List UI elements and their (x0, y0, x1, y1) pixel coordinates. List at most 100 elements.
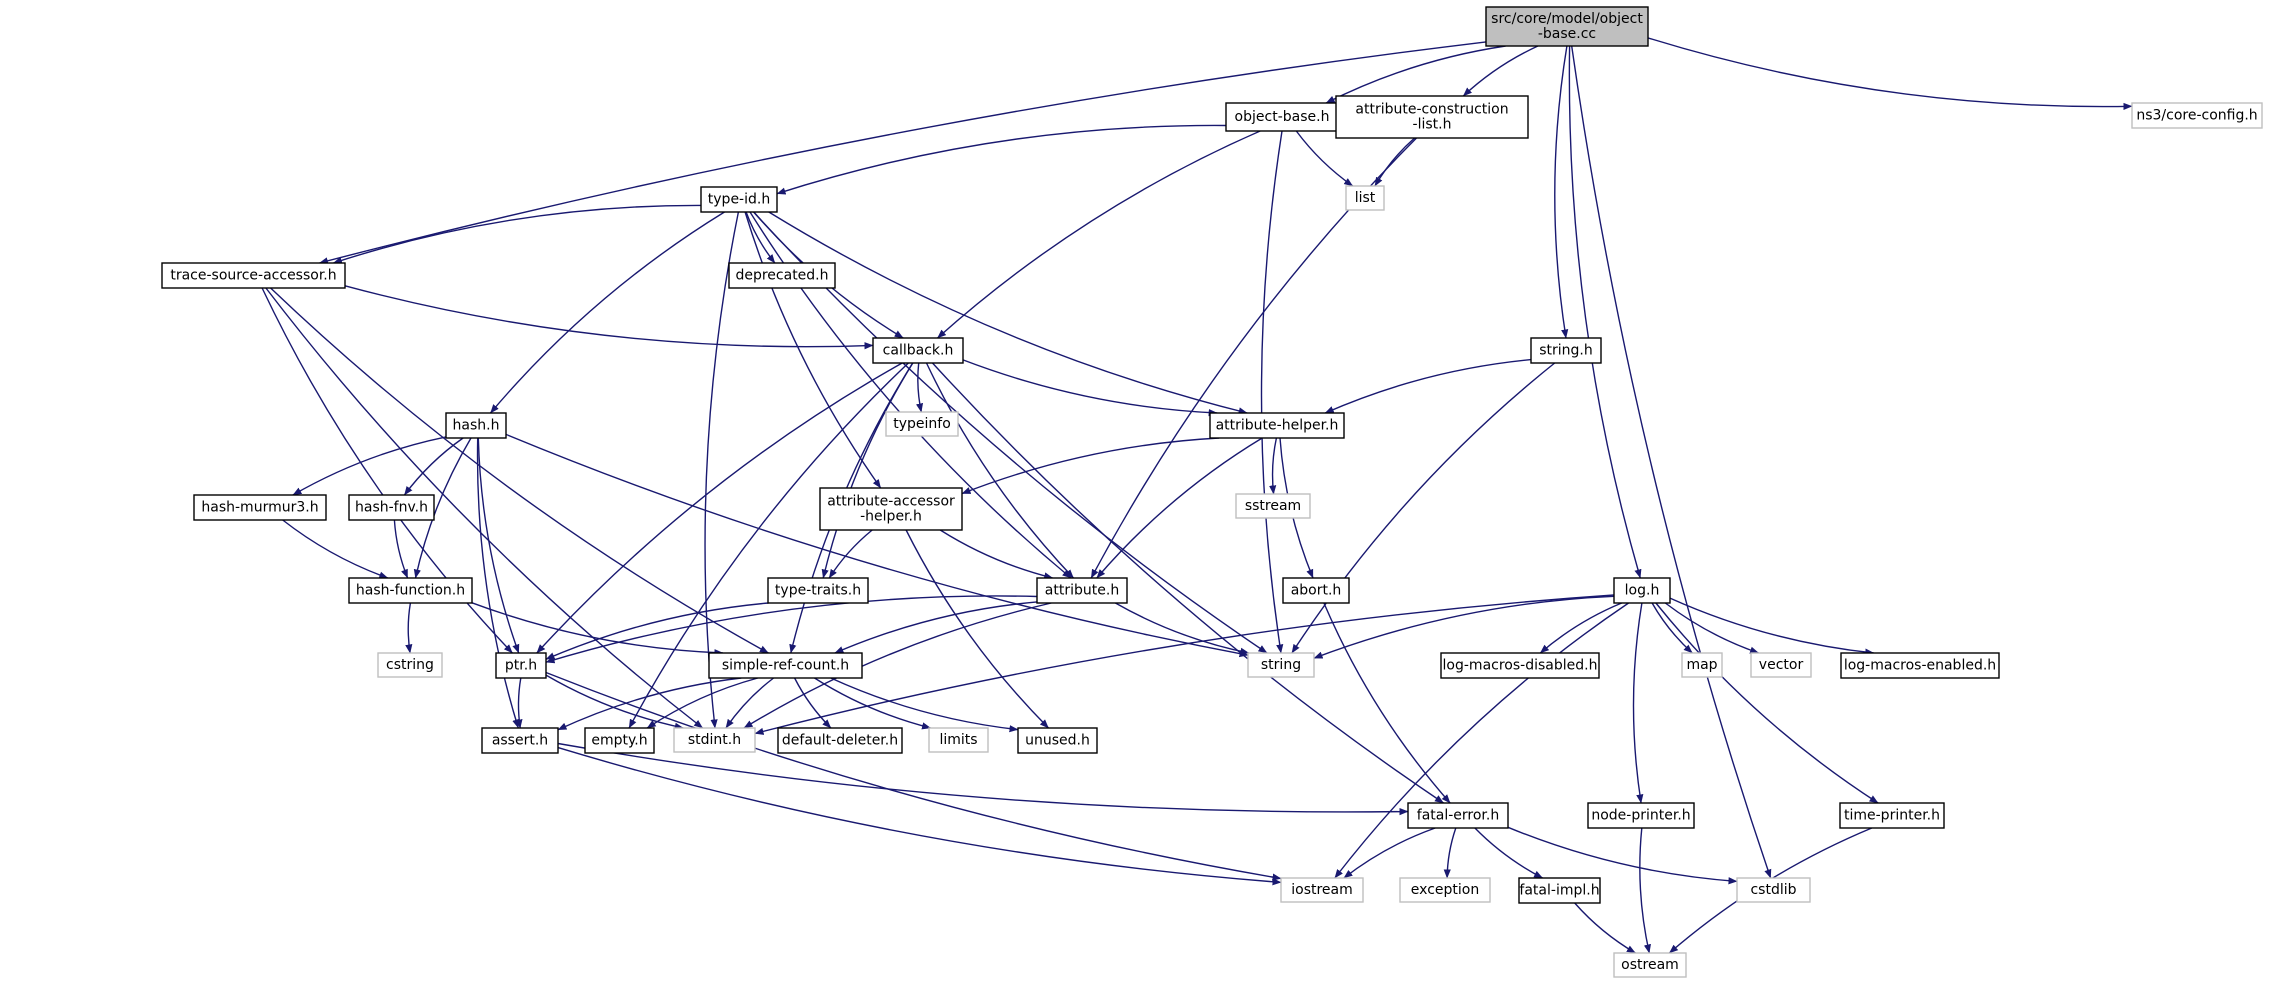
edge-fatal-error-h-to-fatal-impl-h (1474, 827, 1543, 879)
edge-simple-ref-count-h-to-default-deleter-h (793, 677, 832, 729)
node-stdint-h: stdint.h (673, 727, 756, 753)
node-assert-h[interactable]: assert.h (481, 727, 559, 754)
node-label: default-deleter.h (782, 733, 898, 749)
edge-attribute-helper-h-to-attribute-h (1096, 437, 1263, 579)
node-root[interactable]: src/core/model/object-base.cc (1485, 6, 1649, 47)
node-hash-murmur3-h[interactable]: hash-murmur3.h (193, 494, 327, 521)
edge-object-base-h-to-string (1260, 130, 1284, 654)
edge-root-to-trace-source-accessor-h (318, 41, 1487, 265)
node-vector: vector (1750, 652, 1812, 678)
node-label: unused.h (1025, 733, 1090, 749)
edge-callback-h-to-ptr-h (536, 362, 903, 654)
edge-hash-h-to-hash-fnv-h (403, 437, 464, 496)
edge-root-to-attr-construction-list-h (1462, 45, 1539, 97)
node-box (1736, 877, 1811, 903)
node-node-printer-h[interactable]: node-printer.h (1587, 802, 1695, 829)
node-label: deprecated.h (735, 268, 828, 284)
node-box (348, 494, 435, 521)
edge-attr-accessor-helper-h-to-attribute-h (939, 529, 1054, 580)
node-label: type-id.h (708, 192, 770, 208)
node-typeinfo: typeinfo (885, 411, 959, 437)
node-log-h[interactable]: log.h (1613, 577, 1671, 604)
node-box (348, 577, 473, 604)
node-map: map (1681, 652, 1723, 678)
node-label: exception (1411, 882, 1479, 898)
node-box (708, 652, 863, 679)
node-box (1840, 652, 2000, 679)
node-attribute-h[interactable]: attribute.h (1036, 577, 1128, 604)
node-attr-construction-list-h[interactable]: attribute-construction-list.h (1335, 95, 1529, 139)
node-sstream: sstream (1235, 493, 1311, 519)
node-attr-accessor-helper-h[interactable]: attribute-accessor-helper.h (819, 487, 963, 531)
edge-log-h-to-iostream (1334, 602, 1629, 879)
edge-attribute-h-to-stdint-h (743, 602, 1052, 729)
edge-callback-h-to-empty-h (628, 362, 909, 729)
node-unused-h[interactable]: unused.h (1017, 727, 1098, 754)
node-core-config-h: ns3/core-config.h (2131, 102, 2263, 129)
node-box (1613, 577, 1671, 604)
node-label: -list.h (1413, 117, 1452, 133)
edge-type-traits-h-to-ptr-h (545, 602, 769, 660)
node-time-printer-h[interactable]: time-printer.h (1839, 802, 1945, 829)
edge-ptr-h-to-iostream (545, 671, 1282, 881)
node-limits: limits (928, 727, 989, 753)
node-label: -helper.h (860, 509, 922, 525)
node-box (1407, 802, 1509, 829)
node-log-macros-enabled-h[interactable]: log-macros-enabled.h (1840, 652, 2000, 679)
node-box (377, 652, 443, 678)
node-hash-fnv-h[interactable]: hash-fnv.h (348, 494, 435, 521)
node-ptr-h[interactable]: ptr.h (495, 652, 547, 679)
node-simple-ref-count-h[interactable]: simple-ref-count.h (708, 652, 863, 679)
node-label: vector (1759, 657, 1804, 673)
file-nodes: src/core/model/object-base.cc object-base… (161, 6, 2263, 978)
edge-root-to-string-h (1554, 45, 1569, 339)
edge-string-h-to-attribute-helper-h (1324, 358, 1532, 414)
edge-ptr-h-to-stdint-h (545, 674, 684, 730)
node-fatal-error-h[interactable]: fatal-error.h (1407, 802, 1509, 829)
node-hash-function-h[interactable]: hash-function.h (348, 577, 473, 604)
node-default-deleter-h[interactable]: default-deleter.h (777, 727, 903, 754)
node-callback-h[interactable]: callback.h (872, 337, 964, 364)
node-label: sstream (1245, 498, 1301, 514)
node-fatal-impl-h[interactable]: fatal-impl.h (1518, 877, 1601, 904)
edge-attribute-h-to-simple-ref-count-h (834, 601, 1038, 654)
edge-simple-ref-count-h-to-stdint-h (725, 677, 775, 729)
node-hash-h[interactable]: hash.h (445, 412, 507, 439)
node-string: string (1247, 652, 1315, 678)
node-box (161, 262, 346, 289)
node-attribute-helper-h[interactable]: attribute-helper.h (1209, 412, 1345, 439)
edge-attr-accessor-helper-h-to-type-traits-h (828, 529, 873, 579)
edge-callback-h-to-attribute-h (925, 362, 1075, 579)
node-box (673, 727, 756, 753)
node-box (819, 487, 963, 531)
edge-abort-h-to-fatal-error-h (1323, 602, 1451, 804)
node-label: log.h (1625, 583, 1660, 599)
edge-hash-murmur3-h-to-hash-function-h (282, 519, 389, 579)
node-label: hash-function.h (356, 583, 465, 599)
node-box (1440, 652, 1600, 679)
edge-simple-ref-count-h-to-assert-h (557, 677, 742, 731)
edge-log-h-to-log-macros-enabled-h (1669, 597, 1875, 656)
node-box (1587, 802, 1695, 829)
node-empty-h[interactable]: empty.h (584, 727, 655, 754)
edge-trace-source-accessor-h-to-stdint-h (265, 287, 704, 729)
node-box (1280, 877, 1364, 903)
node-type-id-h[interactable]: type-id.h (700, 186, 778, 213)
edge-trace-source-accessor-h-to-simple-ref-count-h (270, 287, 769, 654)
node-trace-source-accessor-h[interactable]: trace-source-accessor.h (161, 262, 346, 289)
node-deprecated-h[interactable]: deprecated.h (728, 262, 836, 289)
node-abort-h[interactable]: abort.h (1282, 577, 1350, 604)
node-type-traits-h[interactable]: type-traits.h (767, 577, 869, 604)
edge-simple-ref-count-h-to-unused-h (830, 677, 1019, 733)
edge-simple-ref-count-h-to-limits (814, 677, 932, 730)
node-label: abort.h (1291, 583, 1342, 599)
node-box (700, 186, 778, 213)
edge-object-base-h-to-callback-h (937, 130, 1261, 339)
edge-fatal-error-h-to-cstdlib (1507, 826, 1738, 885)
node-log-macros-disabled-h[interactable]: log-macros-disabled.h (1440, 652, 1600, 679)
node-box (1485, 6, 1649, 47)
node-object-base-h[interactable]: object-base.h (1225, 102, 1339, 132)
node-string-h[interactable]: string.h (1530, 337, 1602, 364)
edge-type-id-h-to-attribute-helper-h (768, 211, 1248, 415)
node-label: node-printer.h (1591, 808, 1690, 824)
